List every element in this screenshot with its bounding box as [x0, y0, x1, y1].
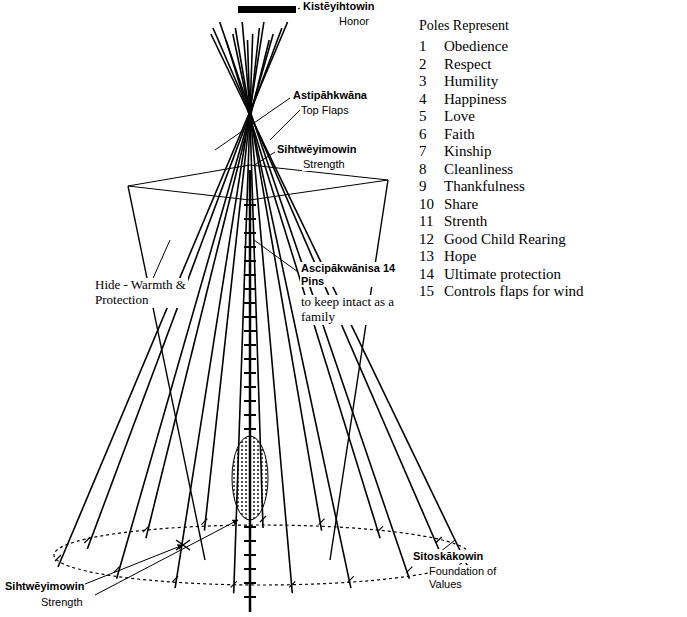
pin	[244, 372, 256, 374]
cree-term: Kistēyihtowin	[302, 0, 376, 13]
list-number: 15	[418, 283, 435, 300]
pin	[244, 540, 256, 542]
label: Poles Represent	[418, 18, 510, 34]
list-number: 8	[418, 161, 428, 178]
list-number: 12	[418, 231, 435, 248]
list-number: 9	[418, 178, 428, 195]
list-item: Faith	[443, 126, 476, 143]
pin	[244, 414, 256, 416]
pin	[244, 288, 256, 290]
cree-term: Sitoskākowin	[412, 550, 484, 563]
list-number: 5	[418, 108, 428, 125]
list-number: 13	[418, 248, 435, 265]
pin	[244, 358, 256, 360]
pin	[244, 316, 256, 318]
list-item: Strenth	[443, 213, 488, 230]
list-item: Respect	[443, 56, 492, 73]
stake	[201, 519, 207, 525]
pole	[87, 28, 282, 549]
pin	[244, 386, 256, 388]
top-marker	[238, 6, 296, 13]
cross-mark	[176, 540, 190, 550]
pole	[220, 22, 410, 579]
label: Hide - Warmth & Protection	[94, 278, 188, 308]
stake	[55, 555, 61, 561]
stake	[289, 581, 295, 587]
stake	[260, 516, 266, 522]
pin	[244, 330, 256, 332]
list-number: 6	[418, 126, 428, 143]
pin	[244, 344, 256, 346]
label: Strength	[302, 158, 346, 171]
base-circle	[54, 525, 470, 585]
pole	[58, 22, 288, 567]
list-item: Ultimate protection	[443, 266, 562, 283]
pin	[244, 400, 256, 402]
stake	[348, 576, 354, 582]
list-number: 3	[418, 73, 428, 90]
list-item: Love	[443, 108, 476, 125]
pin	[244, 526, 256, 528]
list-item: Controls flaps for wind	[443, 283, 585, 300]
cree-term: Sihtwēyimowin	[276, 143, 357, 156]
list-item: Share	[443, 196, 479, 213]
list-number: 7	[418, 143, 428, 160]
pin	[244, 582, 256, 584]
stake	[319, 519, 325, 525]
label: Honor	[338, 15, 370, 28]
list-number: 14	[418, 266, 435, 283]
list-item: Good Child Rearing	[443, 231, 567, 248]
list-number: 10	[418, 196, 435, 213]
list-item: Happiness	[443, 91, 508, 108]
stake	[406, 567, 412, 573]
list-item: Humility	[443, 73, 499, 90]
cree-term: Ascipākwānisa 14 Pins	[300, 262, 402, 287]
pin	[244, 204, 256, 206]
stake	[436, 537, 442, 543]
list-item: Obedience	[443, 38, 509, 55]
pole	[211, 34, 468, 567]
list-number: 4	[418, 91, 428, 108]
list-number: 2	[418, 56, 428, 73]
stake	[84, 537, 90, 543]
list-number: 1	[418, 38, 428, 55]
label: Top Flaps	[300, 104, 350, 117]
label: Strength	[40, 596, 84, 609]
poles	[55, 22, 471, 593]
cree-term: Sihtwēyimowin	[4, 580, 85, 593]
pin	[244, 428, 256, 430]
leader-lines	[70, 8, 455, 595]
list-number: 11	[418, 213, 434, 230]
pin	[244, 596, 256, 598]
list-item: Kinship	[443, 143, 493, 160]
stake	[172, 576, 178, 582]
pin	[244, 568, 256, 570]
lacing-line	[249, 170, 252, 612]
list-item: Hope	[443, 248, 478, 265]
label: to keep intact as a family	[300, 295, 402, 325]
pole	[204, 28, 259, 531]
stake	[377, 526, 383, 532]
cree-term: Astipāhkwāna	[292, 89, 368, 102]
pin	[244, 554, 256, 556]
stake	[231, 581, 237, 587]
label: Foundation of Values	[428, 565, 508, 590]
pole	[213, 28, 439, 549]
list-item: Thankfulness	[443, 178, 526, 195]
stake	[143, 526, 149, 532]
list-item: Cleanliness	[443, 161, 514, 178]
pin	[244, 302, 256, 304]
